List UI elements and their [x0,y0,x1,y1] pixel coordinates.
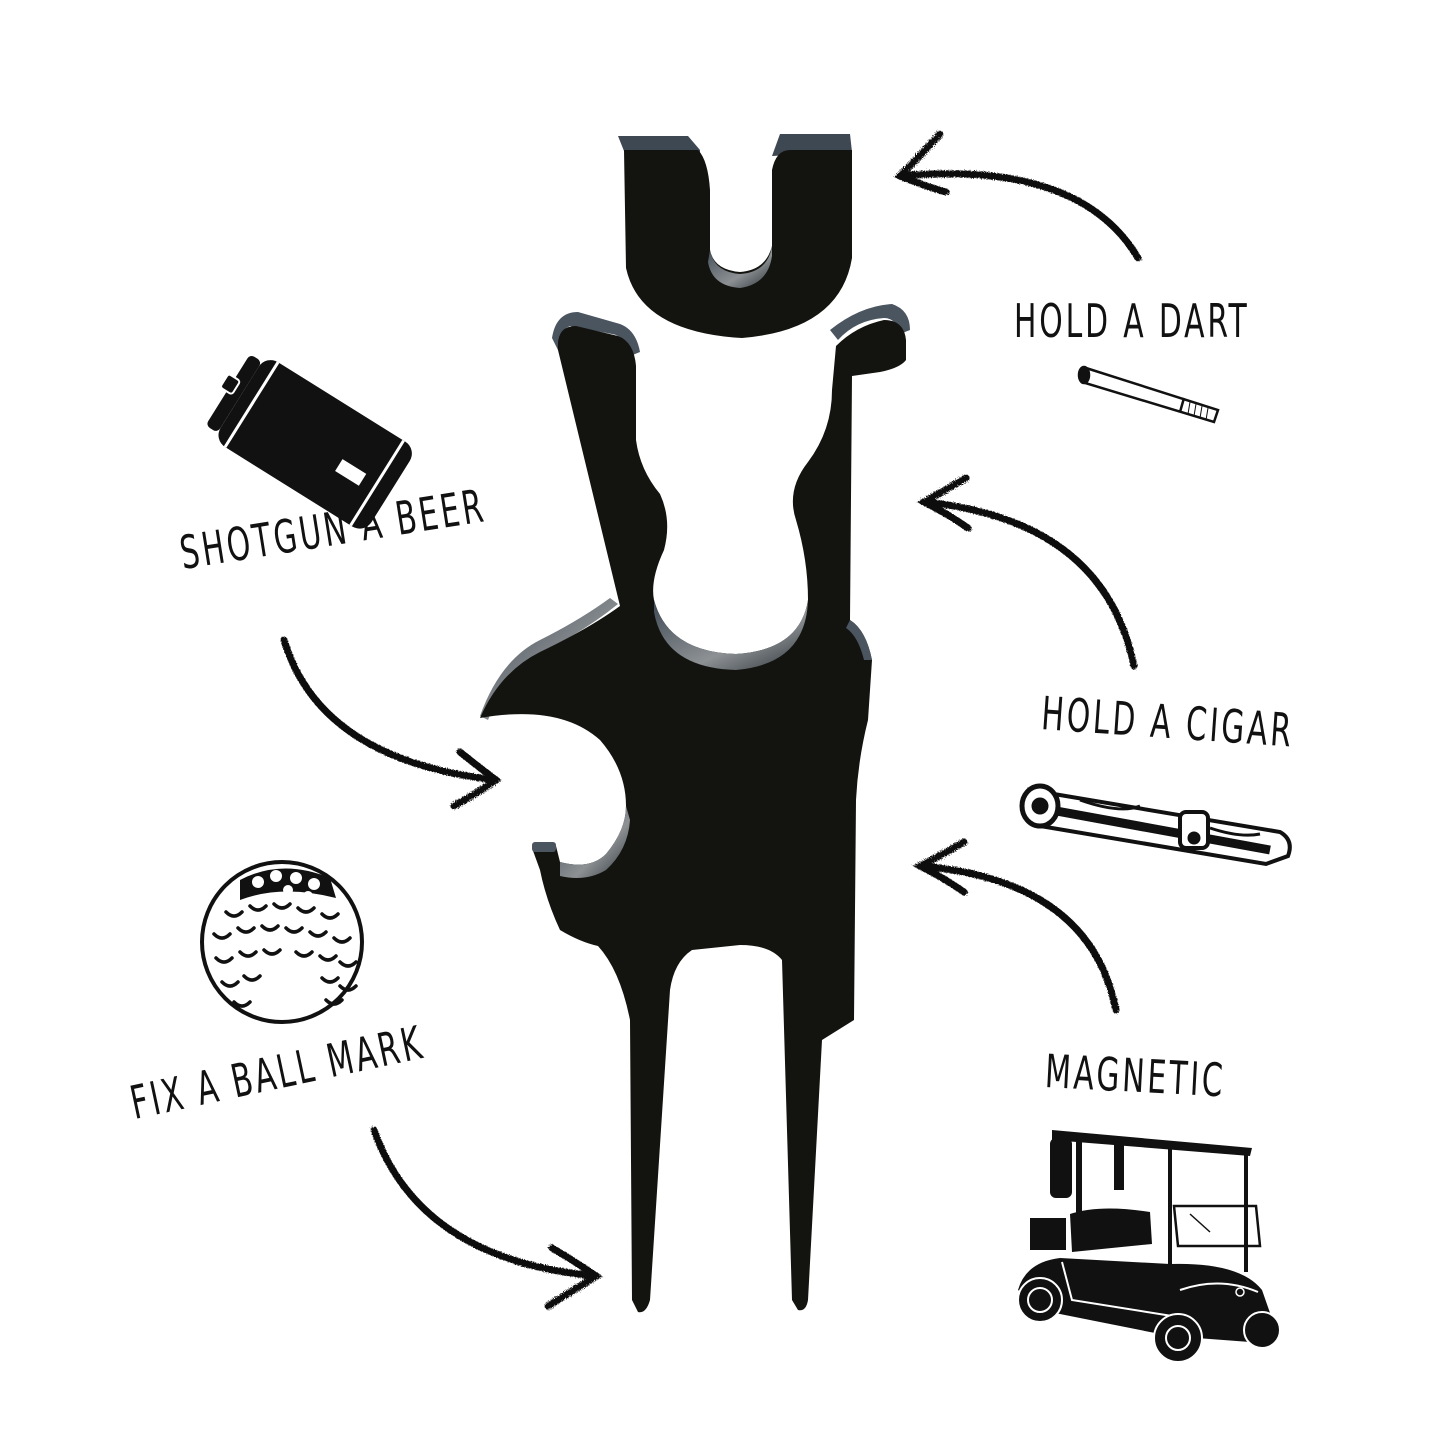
arrow-dart [893,130,1142,262]
arrow-cigar [916,474,1138,670]
divot-tool-body [480,304,910,1313]
arrow-beer [280,636,502,810]
arrow-magnet [912,838,1120,1014]
cigar-icon [1019,783,1292,867]
magnetic-ball-marker [618,134,852,338]
feature-label-hold-a-dart: HOLD A DART [1014,294,1250,348]
arrow-ball [370,1126,603,1310]
feature-label-magnetic: MAGNETIC [1043,1044,1227,1108]
beer-can-icon [207,356,412,529]
golf-ball-icon [200,860,364,1024]
golf-cart-icon [1017,1130,1281,1363]
dart-icon [1077,365,1220,424]
